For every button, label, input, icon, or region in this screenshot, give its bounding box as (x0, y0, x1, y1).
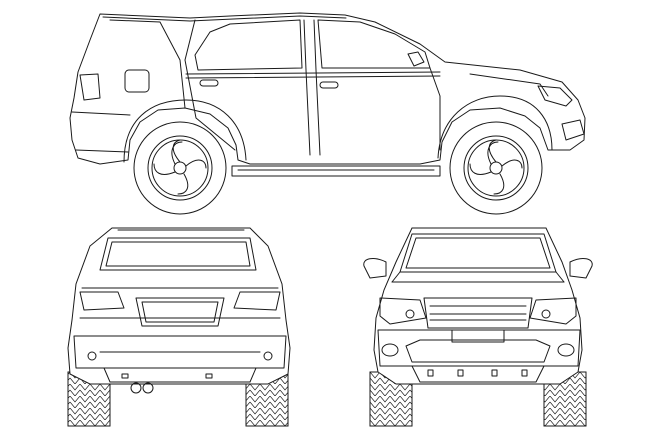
front-bumper (377, 329, 581, 367)
front-grille (423, 297, 533, 329)
front-headlight-left (379, 297, 427, 325)
side-front-wheel (449, 121, 543, 215)
rear-view (67, 227, 291, 427)
side-running-board (231, 165, 441, 177)
side-window-glass (194, 19, 303, 71)
rear-plate-garnish (135, 297, 225, 327)
front-view (363, 227, 593, 427)
rear-exhaust-left (130, 382, 142, 394)
rear-taillight-right (233, 291, 281, 311)
rear-bumper (73, 335, 287, 369)
side-rear-wheel (133, 121, 227, 215)
side-headlight (537, 85, 573, 107)
side-fuel-door (124, 69, 150, 93)
rear-glass (99, 237, 257, 271)
side-taillight (79, 73, 101, 101)
side-door-handle-rear (199, 79, 219, 87)
front-fog-lamp-left (381, 343, 399, 357)
front-skid-plate (411, 365, 545, 383)
rear-exhaust-right (142, 382, 154, 394)
side-window-rear-door (317, 19, 431, 69)
rear-body-outline (67, 227, 291, 385)
side-view (69, 12, 586, 215)
side-fog-lamp (561, 119, 585, 141)
side-body-outline (69, 12, 586, 165)
side-door-handle-front (319, 81, 339, 89)
front-headlight-right (529, 297, 577, 325)
side-mirror (407, 51, 425, 67)
rear-taillight-left (79, 291, 125, 311)
front-mirror-right (569, 258, 593, 279)
front-mirror-left (363, 258, 387, 279)
front-fog-lamp-right (557, 343, 575, 357)
